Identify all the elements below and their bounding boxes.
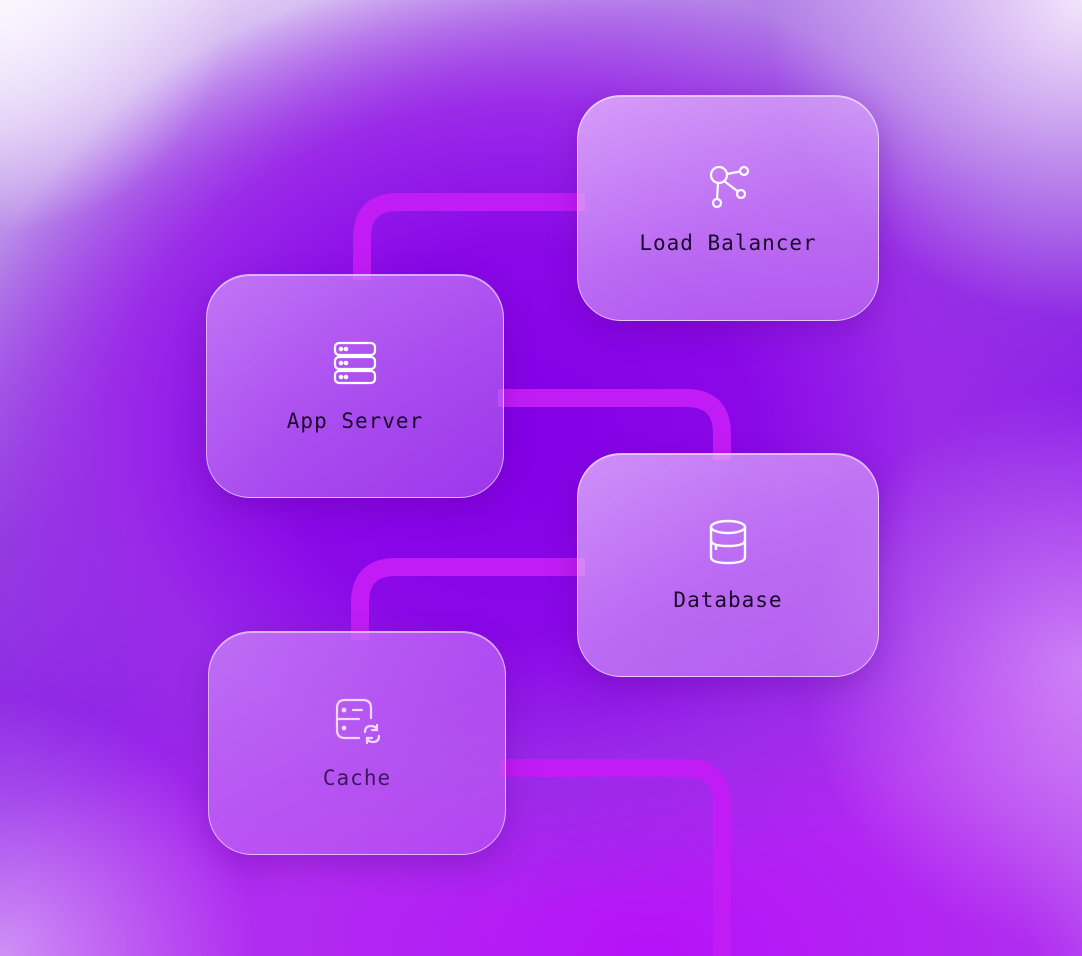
cache-node[interactable]: Cache [208, 631, 506, 855]
cache-label: Cache [322, 766, 392, 790]
cache-refresh-icon [333, 696, 381, 744]
database-node[interactable]: Database [577, 453, 879, 677]
load-balancer-label: Load Balancer [639, 231, 817, 255]
connector-app-db [498, 389, 731, 460]
database-label: Database [673, 588, 783, 612]
connector-lb-app [353, 193, 585, 280]
app-server-node[interactable]: App Server [206, 274, 504, 498]
app-server-label: App Server [286, 409, 424, 433]
load-balancer-node[interactable]: Load Balancer [577, 95, 879, 321]
connector-cache-out [500, 759, 731, 956]
server-stack-icon [331, 339, 379, 387]
database-cylinder-icon [704, 518, 752, 566]
network-branch-icon [704, 161, 752, 209]
connector-db-cache [351, 558, 585, 640]
